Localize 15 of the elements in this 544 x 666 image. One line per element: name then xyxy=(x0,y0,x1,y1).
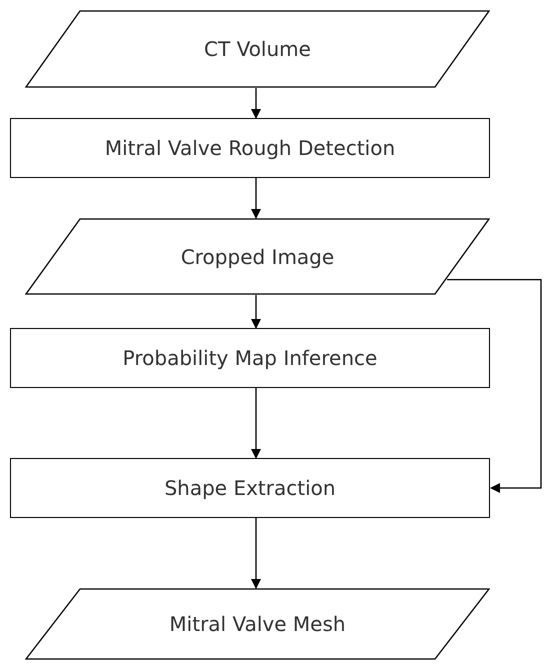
arrow xyxy=(251,295,261,329)
node-label: Probability Map Inference xyxy=(122,345,378,372)
arrow xyxy=(251,178,261,219)
node-label: Mitral Valve Mesh xyxy=(168,611,347,638)
node-label: Shape Extraction xyxy=(163,475,337,502)
node-label: Mitral Valve Rough Detection xyxy=(104,135,396,162)
arrow xyxy=(447,278,542,493)
arrow xyxy=(251,88,261,119)
process-box xyxy=(10,118,490,178)
process-box xyxy=(10,458,490,518)
process-box xyxy=(10,328,490,388)
arrow xyxy=(251,518,261,589)
node-label: Cropped Image xyxy=(180,244,336,270)
node-label: CT Volume xyxy=(203,36,312,63)
arrow xyxy=(251,388,261,459)
